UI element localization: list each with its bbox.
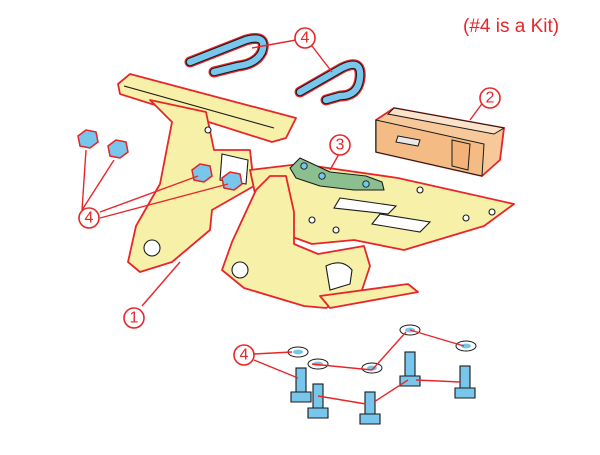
hex-nut: [77, 129, 99, 149]
washer: [455, 340, 477, 352]
svg-text:1: 1: [130, 310, 139, 327]
hex-bolt: [290, 367, 312, 403]
kit-note: (#4 is a Kit): [463, 16, 560, 37]
washer: [287, 346, 309, 358]
hex-nut: [191, 163, 213, 183]
callout-4-ubolts: 4: [294, 27, 316, 49]
hitch-frame: [117, 73, 515, 309]
washer: [361, 362, 383, 374]
svg-text:2: 2: [486, 90, 495, 107]
hex-bolt: [359, 391, 381, 425]
u-bolt-left: [184, 33, 269, 78]
u-bolt-right: [294, 59, 366, 106]
hex-nut: [107, 139, 129, 159]
svg-text:4: 4: [301, 30, 310, 47]
hex-nut: [221, 171, 243, 191]
callout-4-bolts: 4: [233, 344, 255, 366]
svg-text:3: 3: [336, 137, 345, 154]
receiver-box: [375, 107, 506, 177]
hex-bolt: [399, 351, 421, 387]
callout-3-bracket: 3: [329, 134, 351, 156]
mounting-bracket: [289, 157, 385, 191]
svg-text:4: 4: [240, 347, 249, 364]
callout-2-receiver: 2: [479, 87, 501, 109]
leader-lines: [81, 39, 485, 405]
callout-4-nuts: 4: [78, 207, 100, 229]
callout-1-frame: 1: [123, 307, 145, 329]
svg-text:4: 4: [85, 210, 94, 227]
hex-bolt: [454, 365, 476, 399]
